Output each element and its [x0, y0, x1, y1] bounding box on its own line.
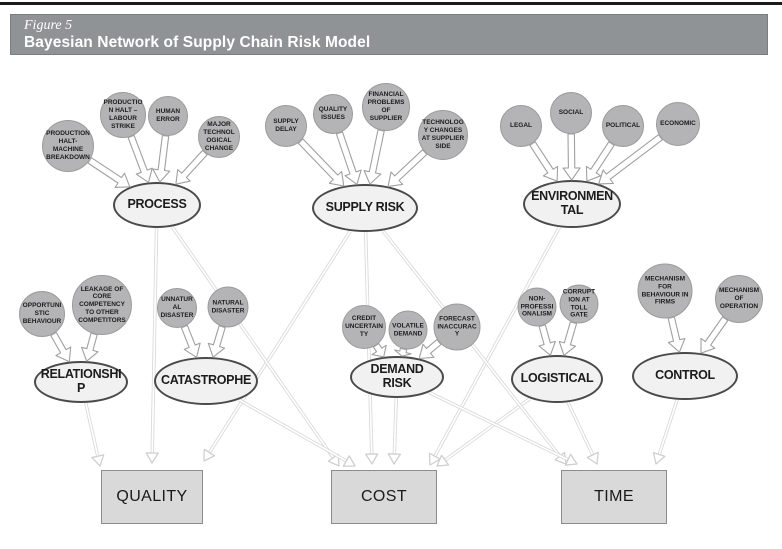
node-label-human-error: HUMAN ERROR — [155, 108, 181, 123]
node-relationship: RELATIONSHIP — [34, 361, 128, 403]
node-process: PROCESS — [113, 182, 201, 228]
node-label-mechanism-for-behaviour-in-firms: MECHANISM FOR BEHAVIOUR IN FIRMS — [641, 275, 689, 306]
node-label-mechanism-of-operation: MECHANISM OF OPERATION — [718, 287, 760, 310]
node-label-non-professionalism: NON- PROFESSI ONALISM — [520, 295, 554, 318]
node-label-major-technological-change: MAJOR TECHNOLOGICAL CHANGE — [203, 121, 235, 152]
node-economic: ECONOMIC — [656, 102, 700, 146]
node-human-error: HUMAN ERROR — [148, 96, 188, 136]
node-political: POLITICAL — [602, 105, 644, 147]
node-label-economic: ECONOMIC — [660, 120, 696, 128]
node-quality: QUALITY — [101, 470, 203, 524]
node-environmental: ENVIRONMENTAL — [523, 180, 621, 228]
node-label-demand-risk: DEMAND RISK — [370, 362, 424, 390]
node-label-quality: QUALITY — [116, 488, 188, 505]
node-logistical: LOGISTICAL — [511, 355, 603, 403]
node-demand-risk: DEMAND RISK — [350, 356, 444, 398]
node-label-financial-problems-of-supplier: FINANCIAL PROBLEMS OF SUPPLIER — [367, 91, 405, 122]
node-corruption-at-toll-gate: CORRUPTION AT TOLL GATE — [559, 284, 599, 324]
node-natural-disaster: NATURAL DISASTER — [207, 286, 249, 328]
node-control: CONTROL — [632, 352, 738, 400]
node-supply-delay: SUPPLY DELAY — [265, 105, 307, 147]
node-label-quality-issues: QUALITY ISSUES — [318, 106, 348, 121]
node-financial-problems-of-supplier: FINANCIAL PROBLEMS OF SUPPLIER — [362, 83, 410, 131]
node-label-technology-changes-at-supplier-side: TECHNOLOGY CHANGES AT SUPPLIER SIDE — [421, 119, 465, 150]
node-label-corruption-at-toll-gate: CORRUPTION AT TOLL GATE — [562, 288, 596, 319]
node-mechanism-of-operation: MECHANISM OF OPERATION — [715, 275, 763, 323]
node-label-volatile-demand: VOLATILE DEMAND — [392, 322, 424, 337]
node-label-environmental: ENVIRONMENTAL — [531, 189, 613, 217]
node-label-social: SOCIAL — [558, 109, 584, 117]
node-label-legal: LEGAL — [509, 122, 533, 130]
node-label-leakage-of-core-competency: LEAKAGE OF CORE COMPETENCY TO OTHER COMP… — [78, 285, 126, 324]
node-label-catastrophe: CATASTROPHE — [161, 373, 251, 388]
node-label-relationship: RELATIONSHIP — [40, 367, 122, 395]
node-label-supply-risk: SUPPLY RISK — [325, 200, 405, 215]
figure-label: Figure 5 — [24, 18, 73, 33]
node-major-technological-change: MAJOR TECHNOLOGICAL CHANGE — [198, 116, 240, 158]
node-leakage-of-core-competency: LEAKAGE OF CORE COMPETENCY TO OTHER COMP… — [72, 275, 132, 335]
node-cost: COST — [331, 470, 437, 524]
node-production-halt-machine-breakdown: PRODUCTION HALT- MACHINE BREAKDOWN — [42, 120, 94, 172]
node-label-unnatural-disaster: UNNATURAL DISASTER — [160, 296, 194, 319]
node-label-process: PROCESS — [127, 197, 187, 212]
node-label-opportunistic-behaviour: OPPORTUNISTIC BEHAVIOUR — [22, 302, 62, 325]
node-technology-changes-at-supplier-side: TECHNOLOGY CHANGES AT SUPPLIER SIDE — [418, 110, 468, 160]
node-supply-risk: SUPPLY RISK — [312, 184, 418, 232]
node-opportunistic-behaviour: OPPORTUNISTIC BEHAVIOUR — [19, 291, 65, 337]
node-non-professionalism: NON- PROFESSI ONALISM — [517, 287, 557, 327]
node-time: TIME — [561, 470, 667, 524]
node-legal: LEGAL — [500, 105, 542, 147]
node-social: SOCIAL — [550, 92, 592, 134]
node-label-control: CONTROL — [655, 368, 715, 383]
node-forecast-inaccuracy: FORECAST INACCURACY — [433, 303, 481, 351]
node-label-natural-disaster: NATURAL DISASTER — [211, 299, 245, 314]
node-label-forecast-inaccuracy: FORECAST INACCURACY — [437, 315, 477, 338]
node-label-cost: COST — [360, 488, 408, 505]
node-label-logistical: LOGISTICAL — [520, 371, 594, 386]
node-credit-uncertainty: CREDIT UNCERTAINTY — [342, 305, 386, 349]
node-catastrophe: CATASTROPHE — [154, 357, 258, 405]
node-label-production-halt-machine-breakdown: PRODUCTION HALT- MACHINE BREAKDOWN — [46, 130, 90, 161]
node-label-production-halt-labour-strike: PRODUCTION HALT – LABOUR STRIKE — [103, 99, 143, 130]
node-unnatural-disaster: UNNATURAL DISASTER — [157, 288, 197, 328]
node-label-supply-delay: SUPPLY DELAY — [273, 118, 299, 133]
figure-header: Figure 5 Bayesian Network of Supply Chai… — [10, 14, 768, 55]
node-quality-issues: QUALITY ISSUES — [313, 94, 353, 134]
node-label-political: POLITICAL — [605, 122, 641, 130]
node-volatile-demand: VOLATILE DEMAND — [388, 310, 428, 350]
top-rule — [0, 2, 782, 5]
figure-title: Bayesian Network of Supply Chain Risk Mo… — [24, 34, 371, 51]
node-label-credit-uncertainty: CREDIT UNCERTAINTY — [345, 315, 383, 338]
node-production-halt-labour-strike: PRODUCTION HALT – LABOUR STRIKE — [100, 92, 146, 138]
node-mechanism-for-behaviour-in-firms: MECHANISM FOR BEHAVIOUR IN FIRMS — [637, 263, 693, 319]
node-label-time: TIME — [594, 488, 634, 505]
